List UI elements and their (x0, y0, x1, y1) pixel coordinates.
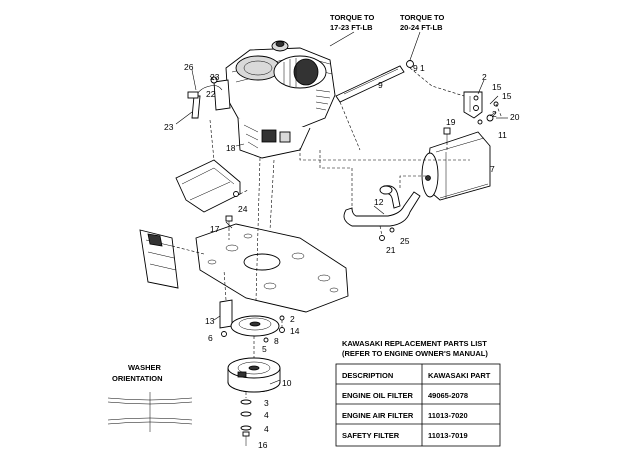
label-19: 19 (446, 117, 456, 127)
torque-callout-1: TORQUE TO 17-23 FT-LB (330, 13, 374, 32)
label-8: 8 (274, 336, 279, 346)
bolt-19 (443, 127, 451, 142)
parts-row-3-description: SAFETY FILTER (342, 431, 400, 440)
label-3: 3 (264, 398, 269, 408)
muffler (421, 131, 491, 201)
washer-title-line-2: ORIENTATION (112, 374, 163, 383)
parts-row-2-number: 11013-7020 (428, 411, 468, 420)
label-2-mid: 2 (492, 109, 497, 119)
label-9-small: 9 (413, 63, 418, 73)
label-15-right: 15 (502, 91, 512, 101)
parts-row-1-number: 49065-2078 (428, 391, 468, 400)
label-1: 1 (420, 63, 425, 73)
label-22: 22 (206, 89, 216, 99)
label-13: 13 (205, 316, 215, 326)
engine (213, 40, 336, 159)
label-2-pulley: 2 (290, 314, 295, 324)
label-24: 24 (238, 204, 248, 214)
leader-lines (175, 31, 508, 385)
torque-callout-2-line-2: 20-24 FT-LB (400, 23, 443, 32)
label-4-upper: 4 (264, 410, 269, 420)
label-2-top: 2 (482, 72, 487, 82)
bolt-17 (225, 215, 233, 228)
parts-row-2-description: ENGINE AIR FILTER (342, 411, 414, 420)
parts-list-title-line-1: KAWASAKI REPLACEMENT PARTS LIST (342, 339, 487, 348)
exhaust-pipe (343, 185, 421, 241)
label-15-top: 15 (492, 82, 502, 92)
belt-pulley (230, 315, 280, 337)
parts-row-1-description: ENGINE OIL FILTER (342, 391, 414, 400)
engine-deck-plate (195, 223, 349, 313)
parts-header-description: DESCRIPTION (342, 371, 393, 380)
torque-callout-1-line-2: 17-23 FT-LB (330, 23, 373, 32)
label-23-top: 23 (210, 72, 220, 82)
muffler-heat-pipe (335, 60, 414, 103)
torque-callout-2: TORQUE TO 20-24 FT-LB (400, 13, 444, 32)
torque-callout-2-line-1: TORQUE TO (400, 13, 444, 22)
label-16: 16 (258, 440, 268, 450)
parts-header-kawasaki-part: KAWASAKI PART (428, 371, 491, 380)
label-5: 5 (262, 344, 267, 354)
label-7: 7 (490, 164, 495, 174)
label-9: 9 (378, 80, 383, 90)
label-17: 17 (210, 224, 220, 234)
label-10: 10 (282, 378, 292, 388)
torque-callout-1-line-1: TORQUE TO (330, 13, 374, 22)
parts-table-frame (335, 363, 501, 447)
label-14: 14 (290, 326, 300, 336)
exhaust-bracket (463, 91, 499, 125)
part-number-labels: 26 23 22 23 9 9 1 2 15 15 2 20 11 19 18 … (164, 62, 520, 450)
clutch-hardware (240, 399, 252, 446)
heat-shield (175, 159, 241, 213)
label-25: 25 (400, 236, 410, 246)
label-23-left: 23 (164, 122, 174, 132)
label-18: 18 (226, 143, 236, 153)
side-guard (139, 229, 179, 289)
label-4-lower: 4 (264, 424, 269, 434)
kawasaki-parts-list: KAWASAKI REPLACEMENT PARTS LIST (REFER T… (335, 339, 501, 447)
parts-row-3-number: 11013-7019 (428, 431, 468, 440)
label-6: 6 (208, 333, 213, 343)
label-21: 21 (386, 245, 396, 255)
assembly-lines (171, 67, 503, 398)
pulley-bracket (219, 299, 233, 337)
washer-orientation-detail (107, 392, 193, 432)
label-12: 12 (374, 197, 384, 207)
washer-orientation-title: WASHER ORIENTATION (112, 363, 163, 383)
label-11: 11 (498, 130, 507, 140)
hardware-2-14 (263, 315, 285, 343)
washer-title-line-1: WASHER (128, 363, 162, 372)
label-26: 26 (184, 62, 194, 72)
electric-clutch (227, 357, 281, 393)
parts-list-title-line-2: (REFER TO ENGINE OWNER'S MANUAL) (342, 349, 488, 358)
label-20: 20 (510, 112, 520, 122)
